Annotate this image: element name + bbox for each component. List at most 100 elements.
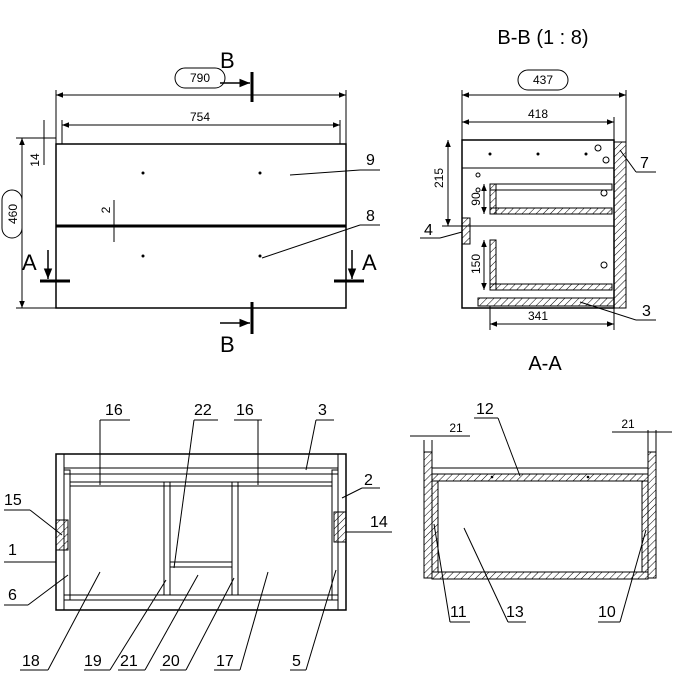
dot: [586, 475, 590, 479]
dim-150: 150: [469, 254, 483, 274]
aa-partition: [231, 481, 239, 596]
dot: [141, 254, 145, 258]
leader-19: [109, 579, 167, 671]
hole: [475, 172, 481, 178]
leader-9: [289, 169, 361, 176]
dot: [141, 171, 145, 175]
side-top-panel: [431, 473, 649, 482]
dim-14: 14: [28, 153, 42, 167]
callout-17: 17: [216, 653, 234, 670]
callout-1: 1: [8, 542, 17, 559]
dim-437: 437: [533, 73, 553, 87]
leader-4: [439, 231, 463, 239]
callout-5: 5: [292, 653, 301, 670]
aa-partition: [163, 481, 171, 596]
callout-8: 8: [366, 208, 375, 225]
bb-drawer-lower-front: [489, 239, 497, 291]
side-bottom-panel: [431, 571, 649, 580]
leader-12: [497, 417, 521, 477]
callout-3: 3: [642, 303, 651, 320]
dim-790: 790: [190, 71, 210, 85]
leader-20: [185, 577, 235, 671]
dim-bubble: [517, 69, 569, 91]
dim-bubble: [174, 67, 226, 89]
bb-outline: [461, 139, 615, 309]
leader-2: [341, 487, 363, 499]
callout-14: 14: [370, 514, 388, 531]
callout-10: 10: [598, 604, 616, 621]
bb-bottom-plate: [477, 297, 615, 307]
cut-b-label-bottom: B: [220, 332, 235, 357]
dim-418: 418: [528, 107, 548, 121]
section-bb: B-B (1 : 8) 437: [420, 27, 656, 375]
bb-drawer-upper-bottom: [489, 207, 613, 215]
dim-21-left: 21: [449, 421, 463, 435]
aa-handle-right: [333, 511, 347, 543]
leader-8: [261, 224, 361, 259]
leader-15: [29, 509, 63, 536]
bb-side-panel: [613, 141, 627, 309]
dim-341: 341: [528, 309, 548, 323]
callout-13: 13: [506, 604, 524, 621]
section-side: 21 21 12 11 13 10: [410, 401, 672, 623]
callout-3b: 3: [318, 402, 327, 419]
leader-6: [27, 574, 69, 606]
hole: [600, 189, 608, 197]
leader-22: [173, 419, 195, 569]
dim-215: 215: [432, 168, 446, 188]
leader-17: [239, 571, 269, 671]
callout-22: 22: [194, 402, 212, 419]
side-inner-left: [431, 480, 439, 573]
callout-20: 20: [162, 653, 180, 670]
dim-754: 754: [190, 110, 210, 124]
leader-7: [619, 149, 637, 173]
callout-4: 4: [424, 222, 433, 239]
bb-drawer-lower-bottom: [489, 283, 613, 291]
section-aa: 16 22 16 3 2 15 14 1 6 18 19 21: [4, 402, 392, 671]
front-view: 790 754 460 14 2 9 8 B B: [1, 48, 380, 357]
side-left-wall: [423, 451, 433, 579]
callout-9: 9: [366, 152, 375, 169]
dot: [258, 254, 262, 258]
callout-21: 21: [120, 653, 138, 670]
dot: [536, 152, 540, 156]
callout-16a: 16: [105, 402, 123, 419]
section-aa-title: A-A: [528, 353, 562, 375]
callout-11: 11: [450, 604, 467, 621]
callout-15: 15: [4, 492, 22, 509]
leader-18: [47, 571, 101, 671]
dim-460: 460: [6, 204, 20, 224]
dim-2: 2: [99, 206, 113, 213]
leader-21: [144, 574, 199, 671]
callout-6: 6: [8, 587, 17, 604]
dot: [258, 171, 262, 175]
dim-90: 90: [469, 192, 483, 206]
bb-handle: [461, 217, 471, 245]
leader-11: [433, 523, 451, 623]
side-inner-right: [641, 480, 649, 573]
cut-b-label-top: B: [220, 48, 235, 73]
cut-a-label-right: A: [362, 250, 377, 275]
hole: [602, 156, 610, 164]
dot: [490, 475, 494, 479]
leader-10: [619, 529, 647, 623]
hole: [600, 261, 608, 269]
callout-19: 19: [84, 653, 102, 670]
aa-shelf: [169, 561, 233, 568]
leader-13: [463, 527, 509, 623]
callout-7: 7: [640, 155, 649, 172]
dot: [488, 152, 492, 156]
dot: [584, 152, 588, 156]
callout-18: 18: [22, 653, 40, 670]
bb-drawer-upper-top: [489, 183, 613, 191]
dim-bubble: [1, 189, 23, 239]
callout-16b: 16: [236, 402, 254, 419]
callout-2: 2: [364, 472, 373, 489]
leader-5: [305, 569, 337, 671]
leader-3b: [305, 419, 317, 471]
side-right-wall: [647, 451, 657, 579]
dim-21-right: 21: [621, 417, 635, 431]
callout-12: 12: [476, 401, 494, 418]
leader-3: [579, 301, 637, 321]
